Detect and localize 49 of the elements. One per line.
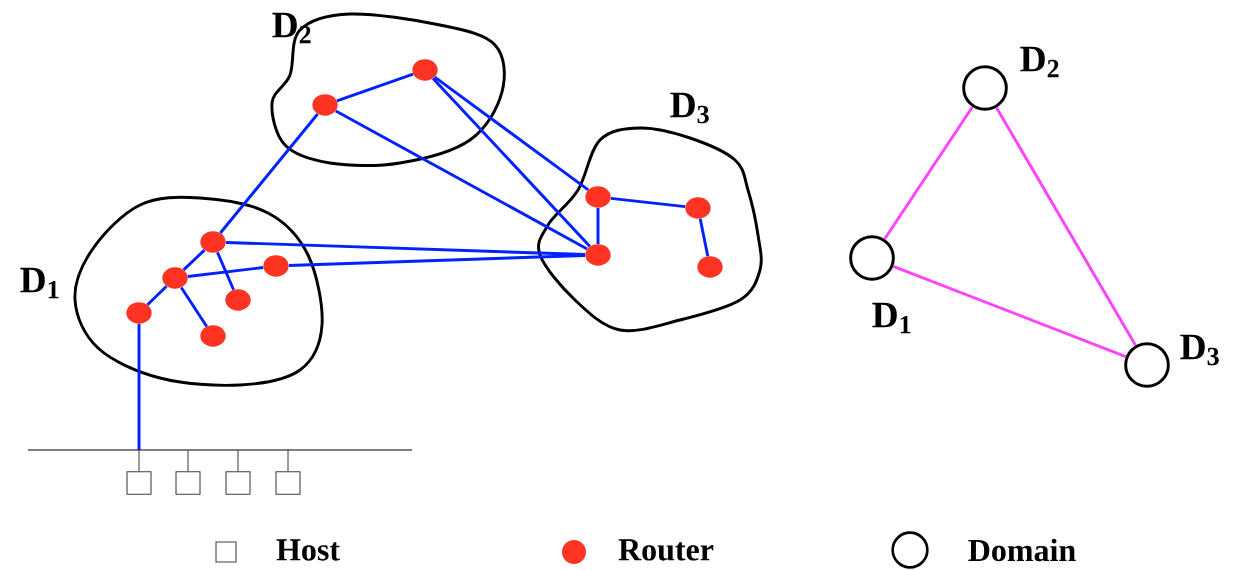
network-link bbox=[219, 113, 319, 234]
host-link bbox=[237, 449, 239, 472]
node-label: D$_{3}$ bbox=[670, 92, 709, 124]
host-link bbox=[187, 449, 189, 472]
network-link bbox=[182, 249, 206, 271]
network-link bbox=[180, 286, 208, 328]
router-dot bbox=[200, 231, 226, 253]
host-box bbox=[175, 471, 201, 495]
domain-outline: D$_{3}$ bbox=[537, 92, 763, 333]
host-box bbox=[225, 471, 251, 495]
network-link bbox=[216, 251, 235, 291]
host-box bbox=[275, 471, 301, 495]
domain-link bbox=[995, 106, 1137, 347]
router-dot bbox=[162, 267, 188, 289]
legend-label: Router bbox=[618, 539, 714, 561]
network-link bbox=[146, 285, 168, 306]
network-link bbox=[596, 207, 600, 245]
network-link bbox=[610, 196, 686, 209]
network-link bbox=[433, 75, 590, 191]
router-dot bbox=[126, 302, 152, 324]
legend-label: Host bbox=[276, 539, 340, 561]
host-link bbox=[287, 449, 289, 472]
router-dot bbox=[685, 197, 711, 219]
router-dot bbox=[697, 256, 723, 278]
legend-label: Domain bbox=[968, 538, 1076, 562]
network-link bbox=[336, 72, 414, 103]
network-link bbox=[431, 77, 592, 248]
router-dot bbox=[263, 255, 289, 277]
network-link bbox=[137, 323, 141, 450]
router-dot bbox=[412, 59, 438, 81]
node-label: D$_{1}$ bbox=[872, 302, 911, 334]
network-link bbox=[187, 266, 264, 278]
router-dot bbox=[585, 186, 611, 208]
domain-outline: D$_{1}$ bbox=[20, 195, 324, 387]
router-dot bbox=[200, 325, 226, 347]
node-label: D$_{1}$ bbox=[20, 267, 59, 299]
host-link bbox=[138, 449, 140, 472]
network-link bbox=[335, 109, 588, 251]
router-dot bbox=[312, 94, 338, 116]
router-dot bbox=[225, 289, 251, 311]
network-link bbox=[225, 240, 586, 257]
network-link bbox=[698, 218, 710, 257]
domain-link bbox=[883, 106, 974, 240]
node-label: D$_{3}$ bbox=[1180, 334, 1219, 366]
domain-link bbox=[892, 264, 1127, 359]
router-dot bbox=[585, 244, 611, 266]
node-label: D$_{2}$ bbox=[1020, 46, 1059, 78]
host-box bbox=[126, 471, 152, 495]
network-link bbox=[288, 253, 586, 267]
